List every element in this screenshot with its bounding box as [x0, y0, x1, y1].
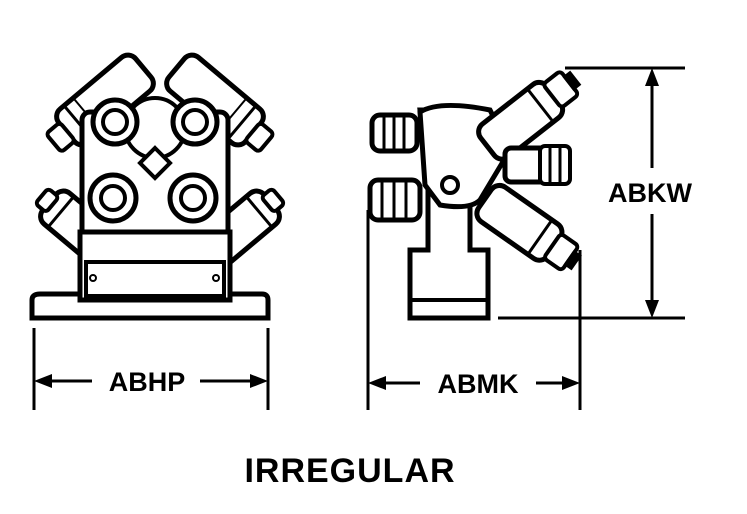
port-lower-right	[167, 172, 219, 224]
lower-threaded-fitting	[367, 177, 423, 223]
right-width-label: ABMK	[438, 369, 519, 399]
right-part-illustration	[367, 70, 582, 321]
right-height-dimension: ABKW	[498, 66, 693, 320]
left-part-illustration	[29, 52, 286, 321]
port-lower-left	[87, 172, 139, 224]
right-middle-port	[502, 144, 572, 186]
right-height-label: ABKW	[608, 178, 692, 208]
left-width-dimension: ABHP	[32, 328, 270, 410]
diamond-marker	[137, 145, 173, 181]
left-base-plate	[29, 291, 271, 321]
shape-caption: IRREGULAR	[244, 452, 455, 490]
port-upper-right	[170, 97, 220, 147]
bracket-bolt	[440, 175, 460, 195]
right-width-dimension: ABMK	[366, 210, 582, 410]
upper-threaded-fitting	[369, 112, 420, 154]
left-width-label: ABHP	[109, 367, 186, 397]
port-upper-left	[90, 97, 140, 147]
right-upper-cylinder	[476, 70, 582, 162]
left-nameplate	[84, 260, 226, 298]
right-lower-cylinder	[474, 182, 582, 272]
